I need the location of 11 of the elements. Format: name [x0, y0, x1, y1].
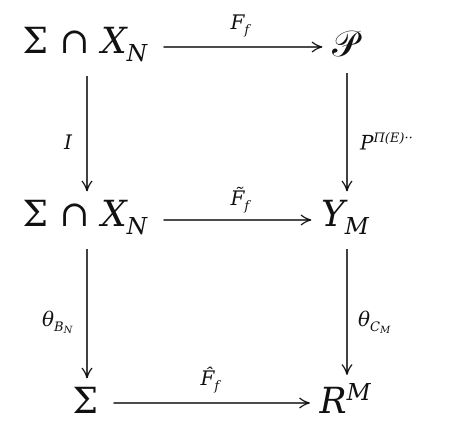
set-expression: Σ ∩ X$_{N}$ — [18, 22, 152, 68]
space-symbol: R$^{M}$ — [316, 378, 375, 422]
set-symbol: Σ — [68, 382, 102, 422]
edge-label: I — [64, 132, 72, 152]
edge-label: P$^{Π(E)··}$ — [360, 132, 413, 152]
set-expression: Σ ∩ X$_{N}$ — [18, 195, 152, 241]
space-symbol: Y$_{M}$ — [317, 195, 373, 241]
set-symbol: 𝒫 — [328, 25, 362, 65]
edge-label: F̂$_{f}$ — [200, 368, 220, 392]
edge-label: F$_{f}$ — [230, 12, 250, 36]
edge-label: F̃$_{f}$ — [230, 188, 250, 212]
